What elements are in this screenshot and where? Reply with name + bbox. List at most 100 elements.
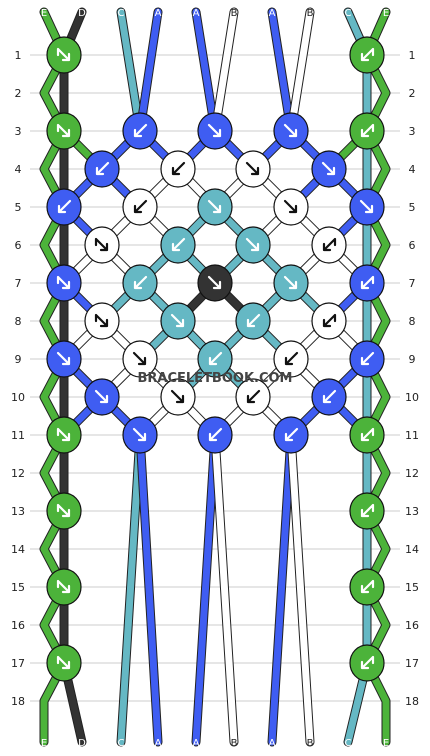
- knot: [160, 226, 196, 264]
- knot: [122, 112, 158, 150]
- knot: [311, 150, 347, 188]
- row-label-right: 16: [405, 619, 419, 632]
- row-label-left: 10: [11, 391, 25, 404]
- knot-arrow-icon: [322, 313, 337, 328]
- knot: [349, 36, 385, 74]
- row-label-left: 14: [11, 543, 25, 556]
- row-label-left: 3: [15, 125, 22, 138]
- knot-arrow-icon: [360, 123, 375, 138]
- knot: [235, 302, 271, 340]
- knot-arrow-icon: [56, 503, 71, 518]
- row-label-left: 2: [15, 87, 22, 100]
- strand-a3-top: [268, 8, 295, 135]
- knot: [349, 492, 385, 530]
- knot: [46, 416, 82, 454]
- knot-arrow-icon: [94, 237, 109, 252]
- knot-arrow-icon: [284, 427, 299, 442]
- knot-arrow-icon: [94, 389, 109, 404]
- strand-label-top: C: [118, 8, 125, 19]
- knot-arrow-icon: [283, 199, 298, 214]
- strand-label-bottom: A: [155, 738, 162, 749]
- row-label-right: 6: [409, 239, 416, 252]
- knot-arrow-icon: [170, 389, 185, 404]
- knot-arrow-icon: [170, 313, 185, 328]
- knot-arrow-icon: [360, 47, 375, 62]
- row-label-left: 17: [11, 657, 25, 670]
- knot: [235, 378, 271, 416]
- strand-label-bottom: C: [345, 738, 352, 749]
- knot-arrow-icon: [360, 503, 375, 518]
- knot: [349, 188, 385, 226]
- knot-arrow-icon: [322, 237, 337, 252]
- knot: [46, 492, 82, 530]
- knot-arrow-icon: [245, 161, 260, 176]
- knot: [84, 150, 120, 188]
- knot-arrow-icon: [56, 351, 71, 366]
- knot-arrow-icon: [56, 123, 71, 138]
- knot-arrow-icon: [284, 351, 299, 366]
- knot-arrow-icon: [207, 123, 222, 138]
- row-label-left: 5: [15, 201, 22, 214]
- knot: [122, 416, 158, 454]
- strand-label-bottom: E: [383, 738, 389, 749]
- row-label-right: 8: [409, 315, 416, 328]
- strand-b2-bottom: [287, 431, 314, 746]
- knot-arrow-icon: [171, 161, 186, 176]
- knot-arrow-icon: [360, 351, 375, 366]
- strand-c-top: [117, 8, 144, 135]
- knot: [197, 112, 233, 150]
- strand-label-top: E: [41, 8, 47, 19]
- strand-a1-top: [136, 8, 162, 135]
- strand-b1-bottom: [211, 431, 238, 746]
- knot: [160, 150, 196, 188]
- knot: [349, 644, 385, 682]
- strand-label-top: E: [383, 8, 389, 19]
- knot-arrow-icon: [245, 237, 260, 252]
- row-label-left: 6: [15, 239, 22, 252]
- row-label-left: 15: [11, 581, 25, 594]
- strand-b2-top: [287, 8, 314, 135]
- row-label-left: 7: [15, 277, 22, 290]
- knot-arrow-icon: [208, 351, 223, 366]
- row-label-left: 4: [15, 163, 22, 176]
- knot-arrow-icon: [133, 275, 148, 290]
- knot-arrow-icon: [56, 275, 71, 290]
- strand-a2-top: [192, 8, 219, 135]
- knot: [46, 340, 82, 378]
- strand-label-bottom: B: [231, 738, 238, 749]
- knot: [311, 302, 347, 340]
- knot: [273, 112, 309, 150]
- knot: [349, 264, 385, 302]
- site-watermark: BRACELETBOOK.COM: [138, 371, 293, 386]
- row-label-right: 15: [405, 581, 419, 594]
- row-label-left: 13: [11, 505, 25, 518]
- knot-arrow-icon: [132, 427, 147, 442]
- strand-label-bottom: A: [269, 738, 276, 749]
- knot: [349, 568, 385, 606]
- knot: [273, 264, 309, 302]
- knot: [235, 226, 271, 264]
- knot: [122, 340, 158, 378]
- knot-arrow-icon: [207, 199, 222, 214]
- row-label-right: 13: [405, 505, 419, 518]
- strand-label-bottom: E: [41, 738, 47, 749]
- knot: [311, 378, 347, 416]
- strand-label-top: A: [193, 8, 200, 19]
- knot-arrow-icon: [56, 47, 71, 62]
- knot: [122, 188, 158, 226]
- strand-label-top: B: [231, 8, 238, 19]
- knot-arrow-icon: [133, 123, 148, 138]
- strand-b1-top: [211, 8, 238, 135]
- knot: [197, 340, 233, 378]
- knot-arrow-icon: [360, 655, 375, 670]
- knot-arrow-icon: [208, 427, 223, 442]
- row-label-left: 1: [15, 49, 22, 62]
- knot: [46, 644, 82, 682]
- knot-arrow-icon: [57, 199, 72, 214]
- strand-label-bottom: B: [307, 738, 314, 749]
- row-label-left: 9: [15, 353, 22, 366]
- knot: [349, 416, 385, 454]
- knot-arrow-icon: [171, 237, 186, 252]
- knot-arrow-icon: [56, 579, 71, 594]
- knots: [46, 36, 385, 682]
